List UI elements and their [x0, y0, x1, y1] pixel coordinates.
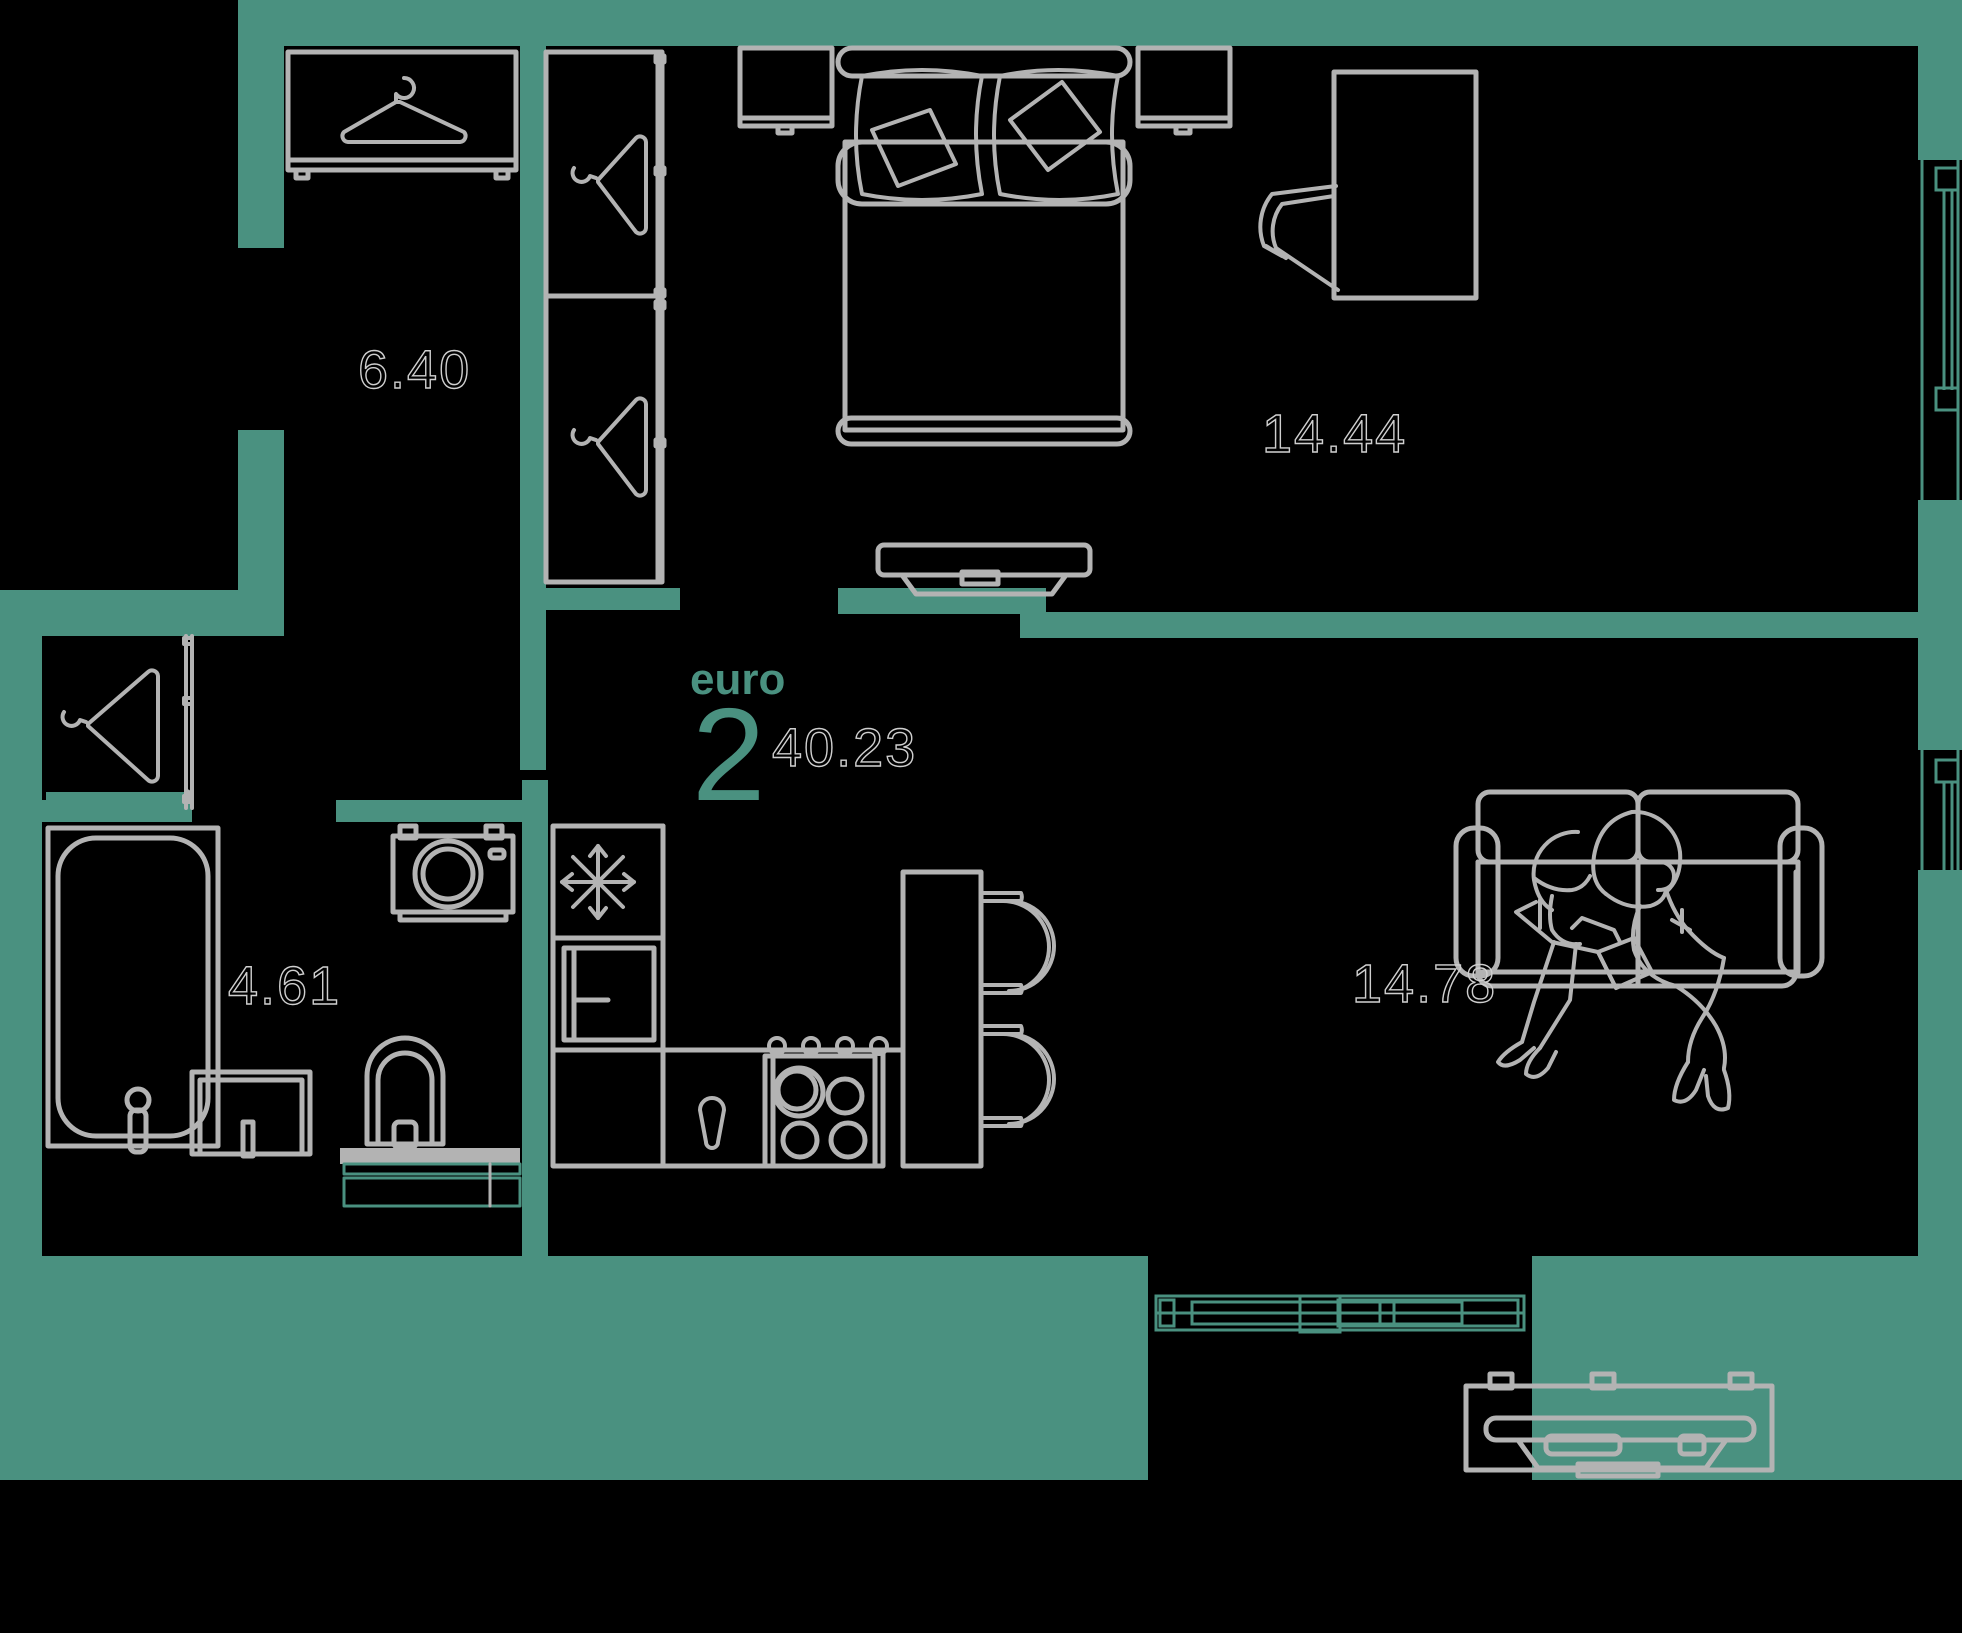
wall-outer-right-mid — [1918, 500, 1962, 750]
hanger-icon — [570, 396, 648, 498]
wall-hall-left-upper — [238, 0, 284, 248]
balcony-door[interactable] — [1154, 1294, 1526, 1334]
window-bedroom — [1920, 150, 1962, 505]
bar-stool-1[interactable] — [979, 891, 1056, 995]
area-label-living-room: 14.78 — [1352, 954, 1497, 1014]
sink-cabinet — [189, 1069, 313, 1159]
hanger-icon — [570, 134, 648, 236]
wall-hall-right-mid — [520, 590, 546, 770]
cooktop-knobs — [767, 1036, 889, 1056]
wall-bottom-main — [0, 1256, 1962, 1480]
area-label-bedroom: 14.44 — [1262, 404, 1407, 464]
bathtub — [45, 825, 221, 1155]
wall-bath-top-right — [336, 800, 546, 822]
kitchen-sink — [698, 1096, 726, 1150]
floor-bath — [42, 1210, 522, 1260]
wall-bedroom-bottom-right — [1020, 612, 1962, 638]
area-label-hallway: 6.40 — [358, 340, 471, 400]
badge-type-label: euro — [690, 655, 785, 704]
bar-stool-2[interactable] — [979, 1024, 1056, 1128]
wall-outer-right-bottom — [1918, 870, 1962, 1260]
area-label-bathroom: 4.61 — [228, 956, 341, 1016]
badge-total-area: 40.23 — [772, 718, 917, 778]
furniture-group — [45, 45, 1825, 1479]
shelf-hanger — [285, 49, 519, 181]
floor-living — [1148, 1210, 1918, 1260]
floor-kitchen — [548, 1210, 1148, 1260]
washing-machine — [390, 823, 516, 923]
entry-hanger — [60, 634, 194, 810]
vanity-counter — [340, 1148, 522, 1208]
wall-bottom-band — [0, 1256, 1962, 1480]
nightstand-right — [1135, 45, 1233, 136]
wall-top — [238, 0, 1962, 46]
window-living — [1920, 750, 1960, 1090]
windows-group — [1920, 150, 1962, 1090]
area-labels: 6.40 14.44 4.61 14.78 — [227, 339, 1497, 1016]
snowflake-icon — [560, 844, 636, 920]
desk-chair[interactable] — [1258, 184, 1340, 292]
hanger-icon — [340, 76, 468, 144]
sofa-people — [1496, 809, 1732, 1112]
wall-outer-right-top — [1918, 0, 1962, 160]
bar-counter — [880, 869, 984, 1169]
bed-bench — [875, 542, 1093, 597]
bed — [835, 45, 1133, 447]
wall-bath-right — [522, 780, 548, 1220]
plan-badge: euro 2 40.23 — [690, 655, 917, 828]
wall-under-wardrobe — [520, 588, 680, 610]
tv-console — [1463, 1371, 1775, 1479]
balcony-opening — [1148, 1256, 1532, 1480]
wall-mid-left — [0, 590, 284, 636]
wall-outer-left — [0, 590, 42, 1250]
wall-hall-right-upper — [520, 0, 546, 600]
nightstand-left — [737, 45, 835, 136]
entry-hanger-closet — [46, 789, 191, 814]
interior-floor — [42, 1210, 1918, 1260]
bed-pillows — [854, 68, 1120, 202]
cooktop — [757, 1036, 898, 1169]
wardrobe — [543, 49, 667, 585]
bottom-margin — [0, 1480, 1962, 1633]
badge-rooms-count: 2 — [692, 681, 765, 828]
sofa — [1453, 789, 1825, 989]
